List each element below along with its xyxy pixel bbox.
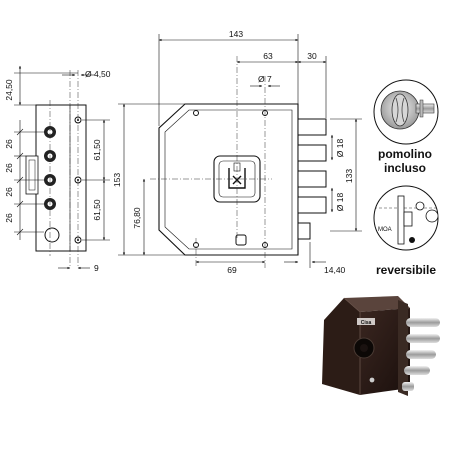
side-view: 24,50 26 26 26 26 Ø 4,50 61,50 61,50 9 bbox=[4, 65, 111, 273]
bolt-pins bbox=[402, 318, 440, 391]
knob-inset: pomolino incluso bbox=[373, 79, 439, 175]
dim-total-height: 153 bbox=[112, 173, 122, 187]
knob-label-line2: incluso bbox=[384, 161, 426, 175]
lock-body bbox=[322, 298, 360, 395]
dim-pitch-b: 26 bbox=[4, 163, 14, 173]
front-view: 143 63 30 Ø 7 153 76,80 133 Ø 18 Ø 18 69… bbox=[112, 29, 362, 275]
dim-bolt-dia-lower: Ø 18 bbox=[335, 193, 345, 212]
dim-half-upper: 61,50 bbox=[92, 139, 102, 161]
latch-tab bbox=[25, 155, 39, 195]
dim-width-upper: 63 bbox=[263, 51, 273, 61]
knob-label-line1: pomolino bbox=[378, 147, 432, 161]
bolts bbox=[297, 118, 327, 240]
dim-backset: 69 bbox=[227, 265, 237, 275]
dim-hole-small: Ø 7 bbox=[258, 74, 272, 84]
dim-pitch-c: 26 bbox=[4, 187, 14, 197]
latch-hole bbox=[44, 227, 60, 243]
dim-side-thickness: 9 bbox=[94, 263, 99, 273]
spindle-square bbox=[235, 234, 247, 246]
dim-side-height: 24,50 bbox=[4, 79, 14, 101]
dim-width-right: 30 bbox=[307, 51, 317, 61]
dim-center-height: 76,80 bbox=[132, 207, 142, 229]
dim-hole-top: Ø 4,50 bbox=[85, 69, 111, 79]
product-photo: Cisa bbox=[322, 296, 440, 396]
dim-bolt-dia-upper: Ø 18 bbox=[335, 139, 345, 158]
brand-plate bbox=[357, 318, 375, 325]
dim-bolt-spacing: 133 bbox=[344, 169, 354, 183]
inset-moa-text: MOA bbox=[378, 227, 392, 233]
dim-bolt-projection: 14,40 bbox=[324, 265, 346, 275]
reversible-inset: MOA reversibile bbox=[373, 185, 439, 277]
dim-half-lower: 61,50 bbox=[92, 199, 102, 221]
dim-width-total: 143 bbox=[229, 29, 243, 39]
dim-pitch-d: 26 bbox=[4, 213, 14, 223]
brand-text: Cisa bbox=[361, 320, 372, 326]
reversible-label: reversibile bbox=[376, 263, 436, 277]
dim-pitch-a: 26 bbox=[4, 139, 14, 149]
